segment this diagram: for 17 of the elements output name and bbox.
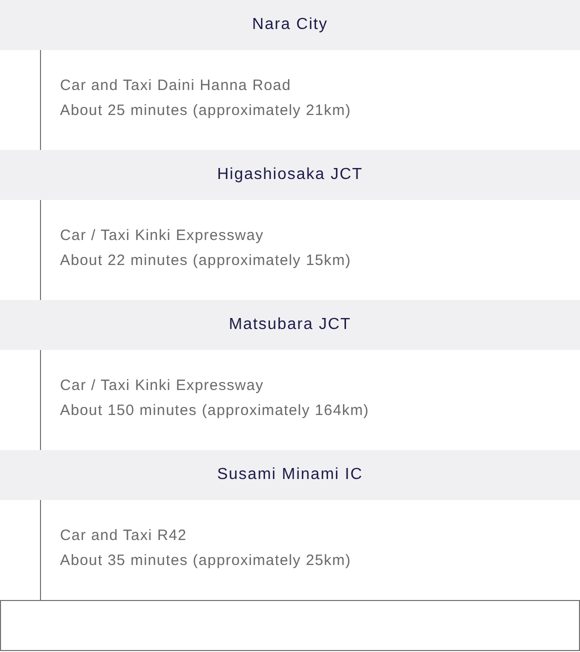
outlined-box: [0, 600, 580, 651]
connector-line: [40, 350, 41, 450]
location-name: Higashiosaka JCT: [217, 166, 363, 184]
connector-line: [40, 500, 41, 600]
location-band: [0, 300, 580, 350]
route-info: Car and Taxi R42 About 35 minutes (approximately 25km): [60, 526, 352, 571]
connector-line: [40, 200, 41, 300]
location-name: Matsubara JCT: [228, 316, 352, 334]
route-info: Car / Taxi Kinki Expressway About 150 minutes (approximately 164km): [60, 376, 370, 421]
location-band: [0, 150, 580, 200]
route-info: Car and Taxi Daini Hanna Road About 25 minutes (approximately 21km): [60, 76, 352, 121]
location-name: Susami Minami IC: [217, 466, 363, 484]
location-name: Nara City: [252, 16, 328, 34]
route-info: Car / Taxi Kinki Expressway About 22 minutes (approximately 15km): [60, 226, 352, 271]
location-band: [0, 450, 580, 500]
location-band: [0, 0, 580, 50]
connector-line: [40, 50, 41, 150]
